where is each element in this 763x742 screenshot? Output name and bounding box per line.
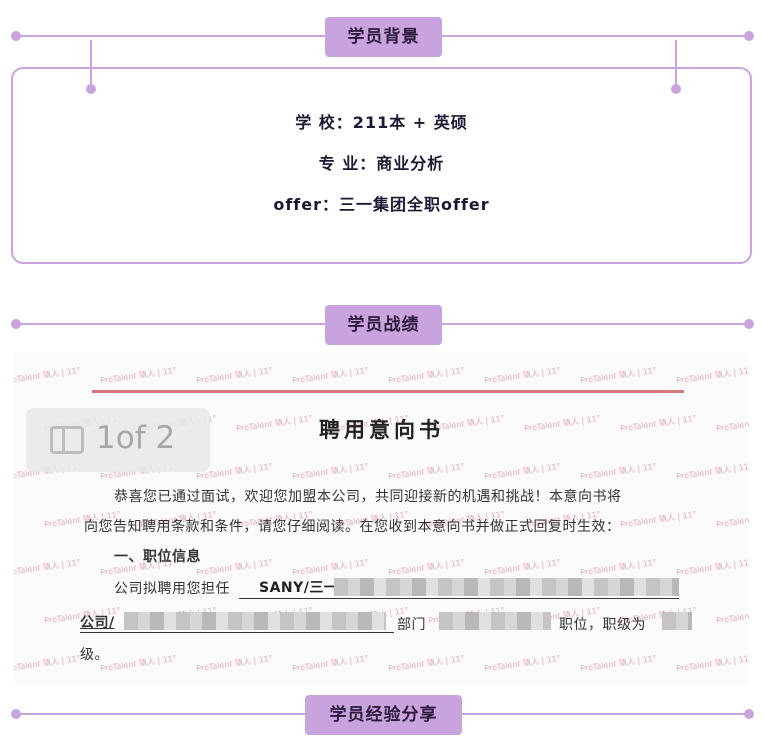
watermark-text: ProTalent 猿人 | 11°: [483, 461, 562, 482]
watermark-text: ProTalent 猿人 | 11°: [195, 557, 274, 578]
redacted-company-line: [124, 612, 386, 630]
section-title-sharing: 学员经验分享: [305, 695, 462, 735]
section-divider-sharing: 学员经验分享: [0, 695, 763, 735]
divider-dot-left: [11, 319, 21, 329]
watermark-text: ProTalent 猿人 | 11°: [195, 365, 274, 386]
watermark-text: ProTalent 猿人 | 11°: [99, 365, 178, 386]
letter-title: 聘用意向书: [319, 417, 444, 442]
watermark-text: ProTalent 猿人 | 11°: [675, 461, 749, 482]
position-prefix: 公司拟聘用您担任: [114, 581, 230, 597]
connector-left: [90, 40, 92, 88]
divider-dot-left: [11, 709, 21, 719]
watermark-text: ProTalent 猿人 | 11°: [14, 653, 82, 674]
school-info: 学 校：211本 + 英硕: [295, 113, 468, 132]
section-title-background: 学员背景: [325, 17, 442, 57]
watermark-text: ProTalent 猿人 | 11°: [619, 509, 698, 530]
watermark-text: ProTalent 猿人 | 11°: [291, 653, 370, 674]
page-icon: [50, 426, 84, 454]
company-line-underline: [80, 632, 394, 633]
watermark-text: ProTalent 猿人 | 11°: [387, 365, 466, 386]
section-divider-results: 学员战绩: [0, 305, 763, 345]
company-underline: [239, 598, 679, 599]
letter-paragraph-line1: 恭喜您已通过面试，欢迎您加盟本公司，共同迎接新的机遇和挑战！本意向书将: [114, 489, 622, 505]
divider-dot-right: [744, 31, 754, 41]
watermark-text: ProTalent 猿人 | 11°: [579, 557, 658, 578]
connector-right: [675, 40, 677, 88]
watermark-text: ProTalent 猿人 | 11°: [14, 557, 82, 578]
watermark-text: ProTalent 猿人 | 11°: [579, 365, 658, 386]
section-title-results: 学员战绩: [325, 305, 442, 345]
company-label: 公司/: [80, 615, 115, 631]
watermark-text: ProTalent 猿人 | 11°: [387, 557, 466, 578]
watermark-text: ProTalent 猿人 | 11°: [483, 365, 562, 386]
page-indicator-text: 1of 2: [96, 420, 176, 456]
divider-dot-right: [744, 709, 754, 719]
divider-dot-left: [11, 31, 21, 41]
letter-section-heading: 一、职位信息: [114, 549, 201, 565]
divider-dot-right: [744, 319, 754, 329]
redacted-grade: [662, 612, 692, 630]
watermark-text: ProTalent 猿人 | 11°: [675, 557, 749, 578]
major-info: 专 业：商业分析: [318, 154, 445, 173]
position-label: 职位，职级为: [559, 617, 646, 633]
watermark-text: ProTalent 猿人 | 11°: [715, 510, 749, 530]
watermark-text: ProTalent 猿人 | 11°: [483, 653, 562, 674]
watermark-text: ProTalent 猿人 | 11°: [675, 365, 749, 386]
letter-paragraph-line2: 向您告知聘用条款和条件，请您仔细阅读。在您收到本意向书并做正式回复时生效：: [84, 519, 621, 535]
offer-info: offer：三一集团全职offer: [273, 195, 490, 214]
redacted-company: [334, 578, 679, 596]
watermark-text: ProTalent 猿人 | 11°: [195, 653, 274, 674]
watermark-text: ProTalent 猿人 | 11°: [579, 653, 658, 674]
watermark-text: ProTalent 猿人 | 11°: [14, 365, 82, 386]
connector-dot-right: [671, 84, 681, 94]
watermark-text: ProTalent 猿人 | 11°: [483, 557, 562, 578]
watermark-text: ProTalent 猿人 | 11°: [291, 557, 370, 578]
watermark-text: ProTalent 猿人 | 11°: [291, 365, 370, 386]
redacted-department: [439, 612, 551, 630]
connector-dot-left: [86, 84, 96, 94]
watermark-text: ProTalent 猿人 | 11°: [387, 461, 466, 482]
grade-suffix: 级。: [80, 647, 109, 663]
watermark-text: ProTalent 猿人 | 11°: [675, 653, 749, 674]
company-visible: SANY/三一: [259, 580, 339, 596]
watermark-text: ProTalent 猿人 | 11°: [291, 461, 370, 482]
watermark-text: ProTalent 猿人 | 11°: [387, 653, 466, 674]
page-indicator: 1of 2: [26, 408, 210, 472]
department-label: 部门: [397, 617, 426, 633]
watermark-text: ProTalent 猿人 | 11°: [579, 461, 658, 482]
watermark-text: ProTalent 猿人 | 11°: [715, 606, 749, 626]
watermark-text: ProTalent 猿人 | 11°: [99, 653, 178, 674]
offer-letter-image: ProTalent 猿人 | 11° ProTalent 猿人 | 11° ProT…: [14, 352, 749, 686]
section-divider-background: 学员背景: [0, 17, 763, 57]
background-card: [11, 67, 752, 264]
letter-red-rule: [92, 390, 684, 393]
